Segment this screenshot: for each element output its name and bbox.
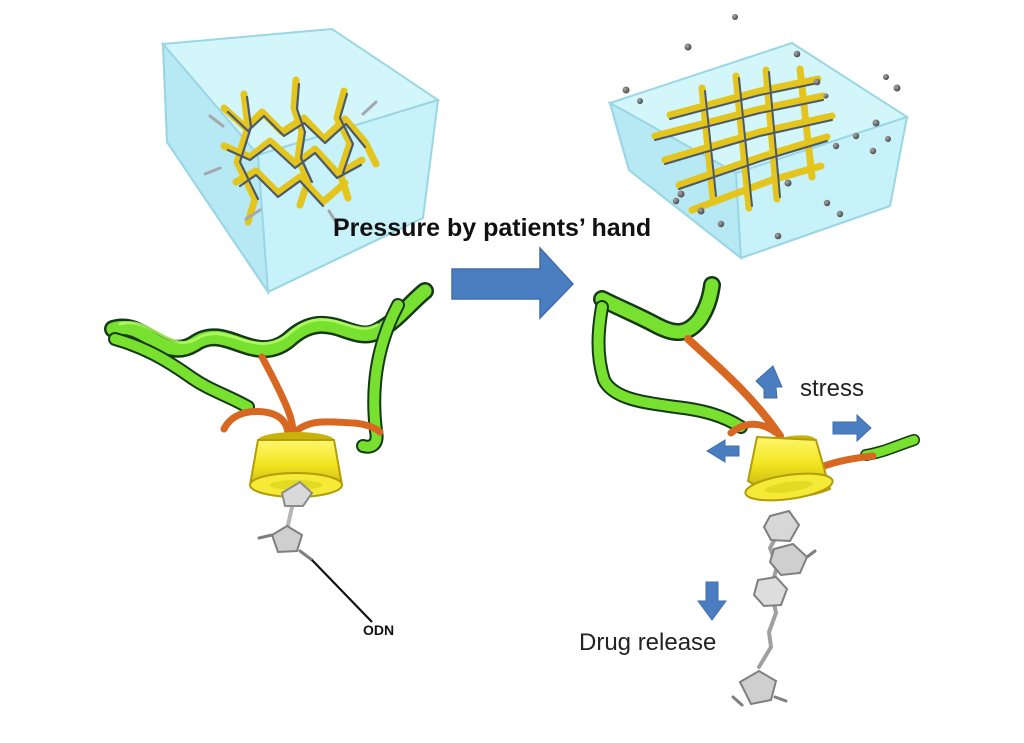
left-drug-molecule-icon	[257, 480, 373, 623]
compressed-polymer-network-icon	[203, 76, 380, 229]
stress-label: stress	[800, 375, 864, 402]
right-host-cup-icon	[744, 435, 834, 502]
released-particles-icon	[622, 14, 901, 240]
left-polymer-strand-icon	[104, 282, 434, 454]
stress-arrow-icons	[706, 365, 872, 463]
released-drug-molecule-icon	[731, 509, 817, 707]
stretched-polymer-network-icon	[651, 65, 836, 214]
odn-label: ODN	[363, 622, 394, 638]
left-orange-linkers-icon	[220, 353, 384, 445]
left-host-cup-icon	[248, 432, 344, 498]
down-arrow-icon	[697, 581, 727, 621]
right-orange-linkers-icon	[684, 335, 877, 470]
right-hydrogel-cube-icon	[607, 41, 910, 261]
pressure-label: Pressure by patients’ hand	[333, 214, 651, 242]
drug-release-label: Drug release	[579, 629, 716, 656]
right-arrow-icon	[451, 246, 575, 320]
